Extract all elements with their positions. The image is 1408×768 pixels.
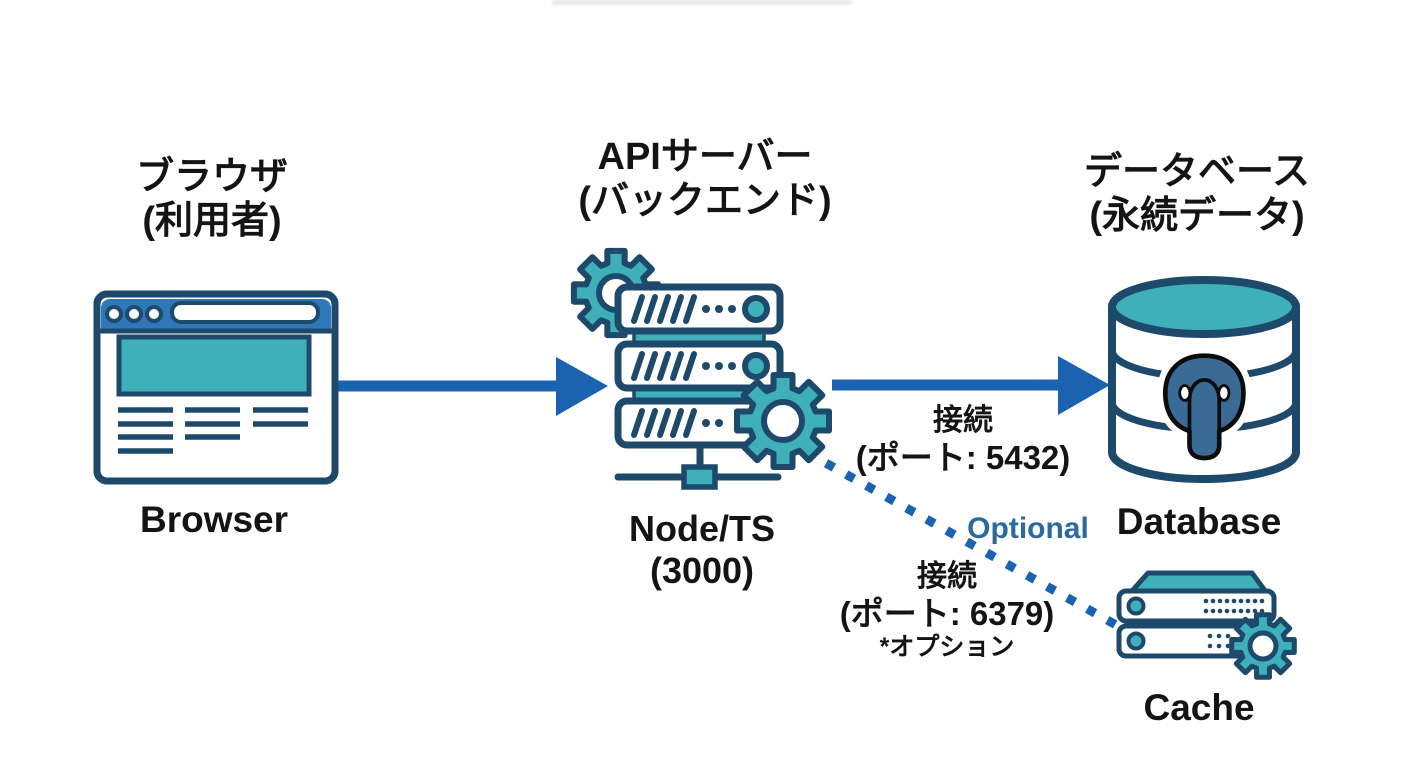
cache-unit [1116,588,1277,624]
api-caption: Node/TS (3000) [629,508,775,592]
api-cache-connection-label: 接続 (ポート: 6379) *オプション [840,560,1055,662]
api-caption-line1: Node/TS [628,508,776,549]
cache-server-icon [1116,570,1297,680]
api-cache-connection-label-line1: 接続 [917,560,977,593]
browser-title: ブラウザ (利用者) [136,155,288,243]
network-node [681,464,718,490]
cache-caption: Cache [1143,687,1255,728]
server-unit [614,283,784,335]
indicator-light-icon [1126,596,1146,616]
optional-label: Optional [967,512,1089,545]
browser-title-line2: (利用者) [142,200,282,243]
database-caption: Database [1116,501,1282,542]
database-title-line1: データベース [1083,151,1311,193]
gear-icon [1229,612,1297,680]
api-db-connection-label-line2: (ポート: 5432) [855,438,1071,476]
browser-window-icon [93,290,339,485]
api-caption-line2: (3000) [649,549,755,591]
api-cache-connection-label-line3: *オプション [879,633,1015,662]
hero-content-block [116,334,312,397]
api-title-line1: APIサーバー [597,136,813,178]
text-placeholder-lines [118,407,308,454]
database-title-line2: (永続データ) [1089,195,1305,238]
arrow-api-to-database [832,356,1110,415]
database-title: データベース (永続データ) [1084,150,1310,238]
server-unit [614,340,784,392]
api-db-connection-label: 接続 (ポート: 5432) [856,404,1071,477]
window-dot-icon [125,305,143,323]
address-bar [170,301,320,324]
arrow-browser-to-api [335,357,608,416]
window-dot-icon [105,305,123,323]
gear-icon [734,372,832,470]
server-stack-icon [570,247,832,490]
indicator-light-icon [742,352,770,380]
indicator-light-icon [1126,631,1146,651]
api-title: APIサーバー (バックエンド) [578,135,831,223]
database-cylinder-icon [1108,276,1300,483]
browser-caption: Browser [139,499,289,540]
cropped-text-artifact [552,0,852,5]
api-cache-connection-label-line2: (ポート: 6379) [839,594,1055,632]
api-title-line2: (バックエンド) [578,180,832,223]
window-dot-icon [145,305,163,323]
postgres-elephant-icon [1156,347,1252,467]
browser-title-line1: ブラウザ [135,156,289,198]
api-db-connection-label-line1: 接続 [933,404,993,437]
indicator-light-icon [742,295,770,323]
